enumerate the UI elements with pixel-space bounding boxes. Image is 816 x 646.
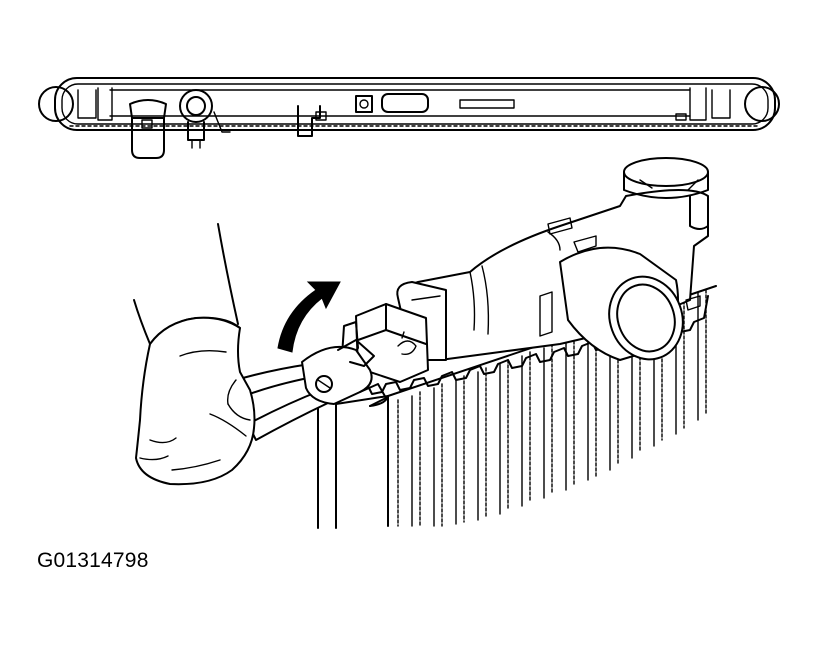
radiator-closeup xyxy=(317,157,717,529)
circle-marker-icon xyxy=(38,86,74,122)
pliers-tool xyxy=(235,339,389,441)
radiator-tank-overview xyxy=(38,77,780,159)
circle-marker-icon xyxy=(744,86,780,122)
curved-arrow-icon xyxy=(277,281,341,353)
radiator-core-fins xyxy=(397,289,707,527)
hand-gripping-pliers xyxy=(133,223,256,486)
figure-id-label: G01314798 xyxy=(37,549,149,572)
